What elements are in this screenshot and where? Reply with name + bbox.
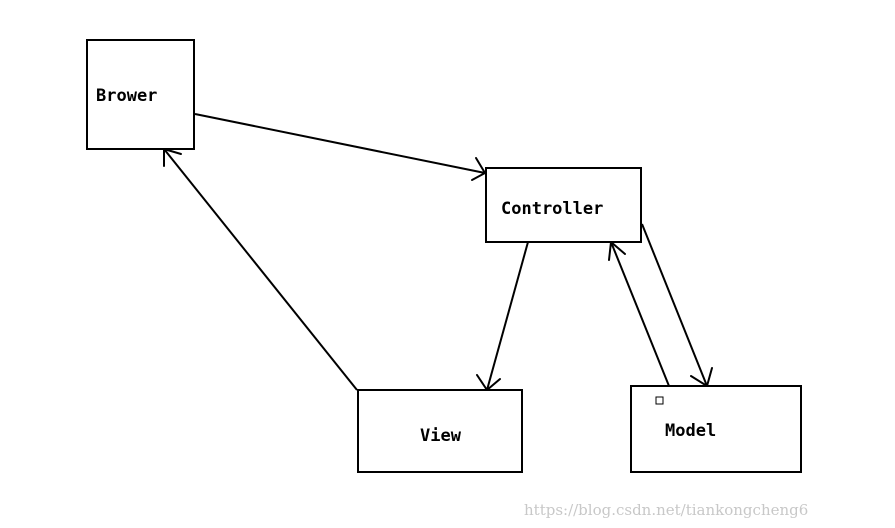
watermark-text: https://blog.csdn.net/tiankongcheng6 bbox=[524, 501, 808, 519]
node-brower-label: Brower bbox=[96, 86, 157, 106]
node-view: View bbox=[357, 389, 523, 473]
edge-model-to-controller bbox=[608, 241, 670, 387]
node-model: Model bbox=[630, 385, 802, 473]
node-brower: Brower bbox=[86, 39, 195, 150]
edge-controller-to-view bbox=[476, 241, 529, 391]
model-marker-square-icon bbox=[655, 396, 664, 405]
node-controller-label: Controller bbox=[501, 199, 603, 219]
edge-brower-to-controller bbox=[194, 113, 486, 181]
node-controller: Controller bbox=[485, 167, 642, 243]
edge-controller-to-model bbox=[641, 223, 713, 387]
node-view-label: View bbox=[420, 426, 462, 446]
node-model-label: Model bbox=[665, 421, 716, 441]
edge-view-to-brower bbox=[163, 148, 358, 391]
